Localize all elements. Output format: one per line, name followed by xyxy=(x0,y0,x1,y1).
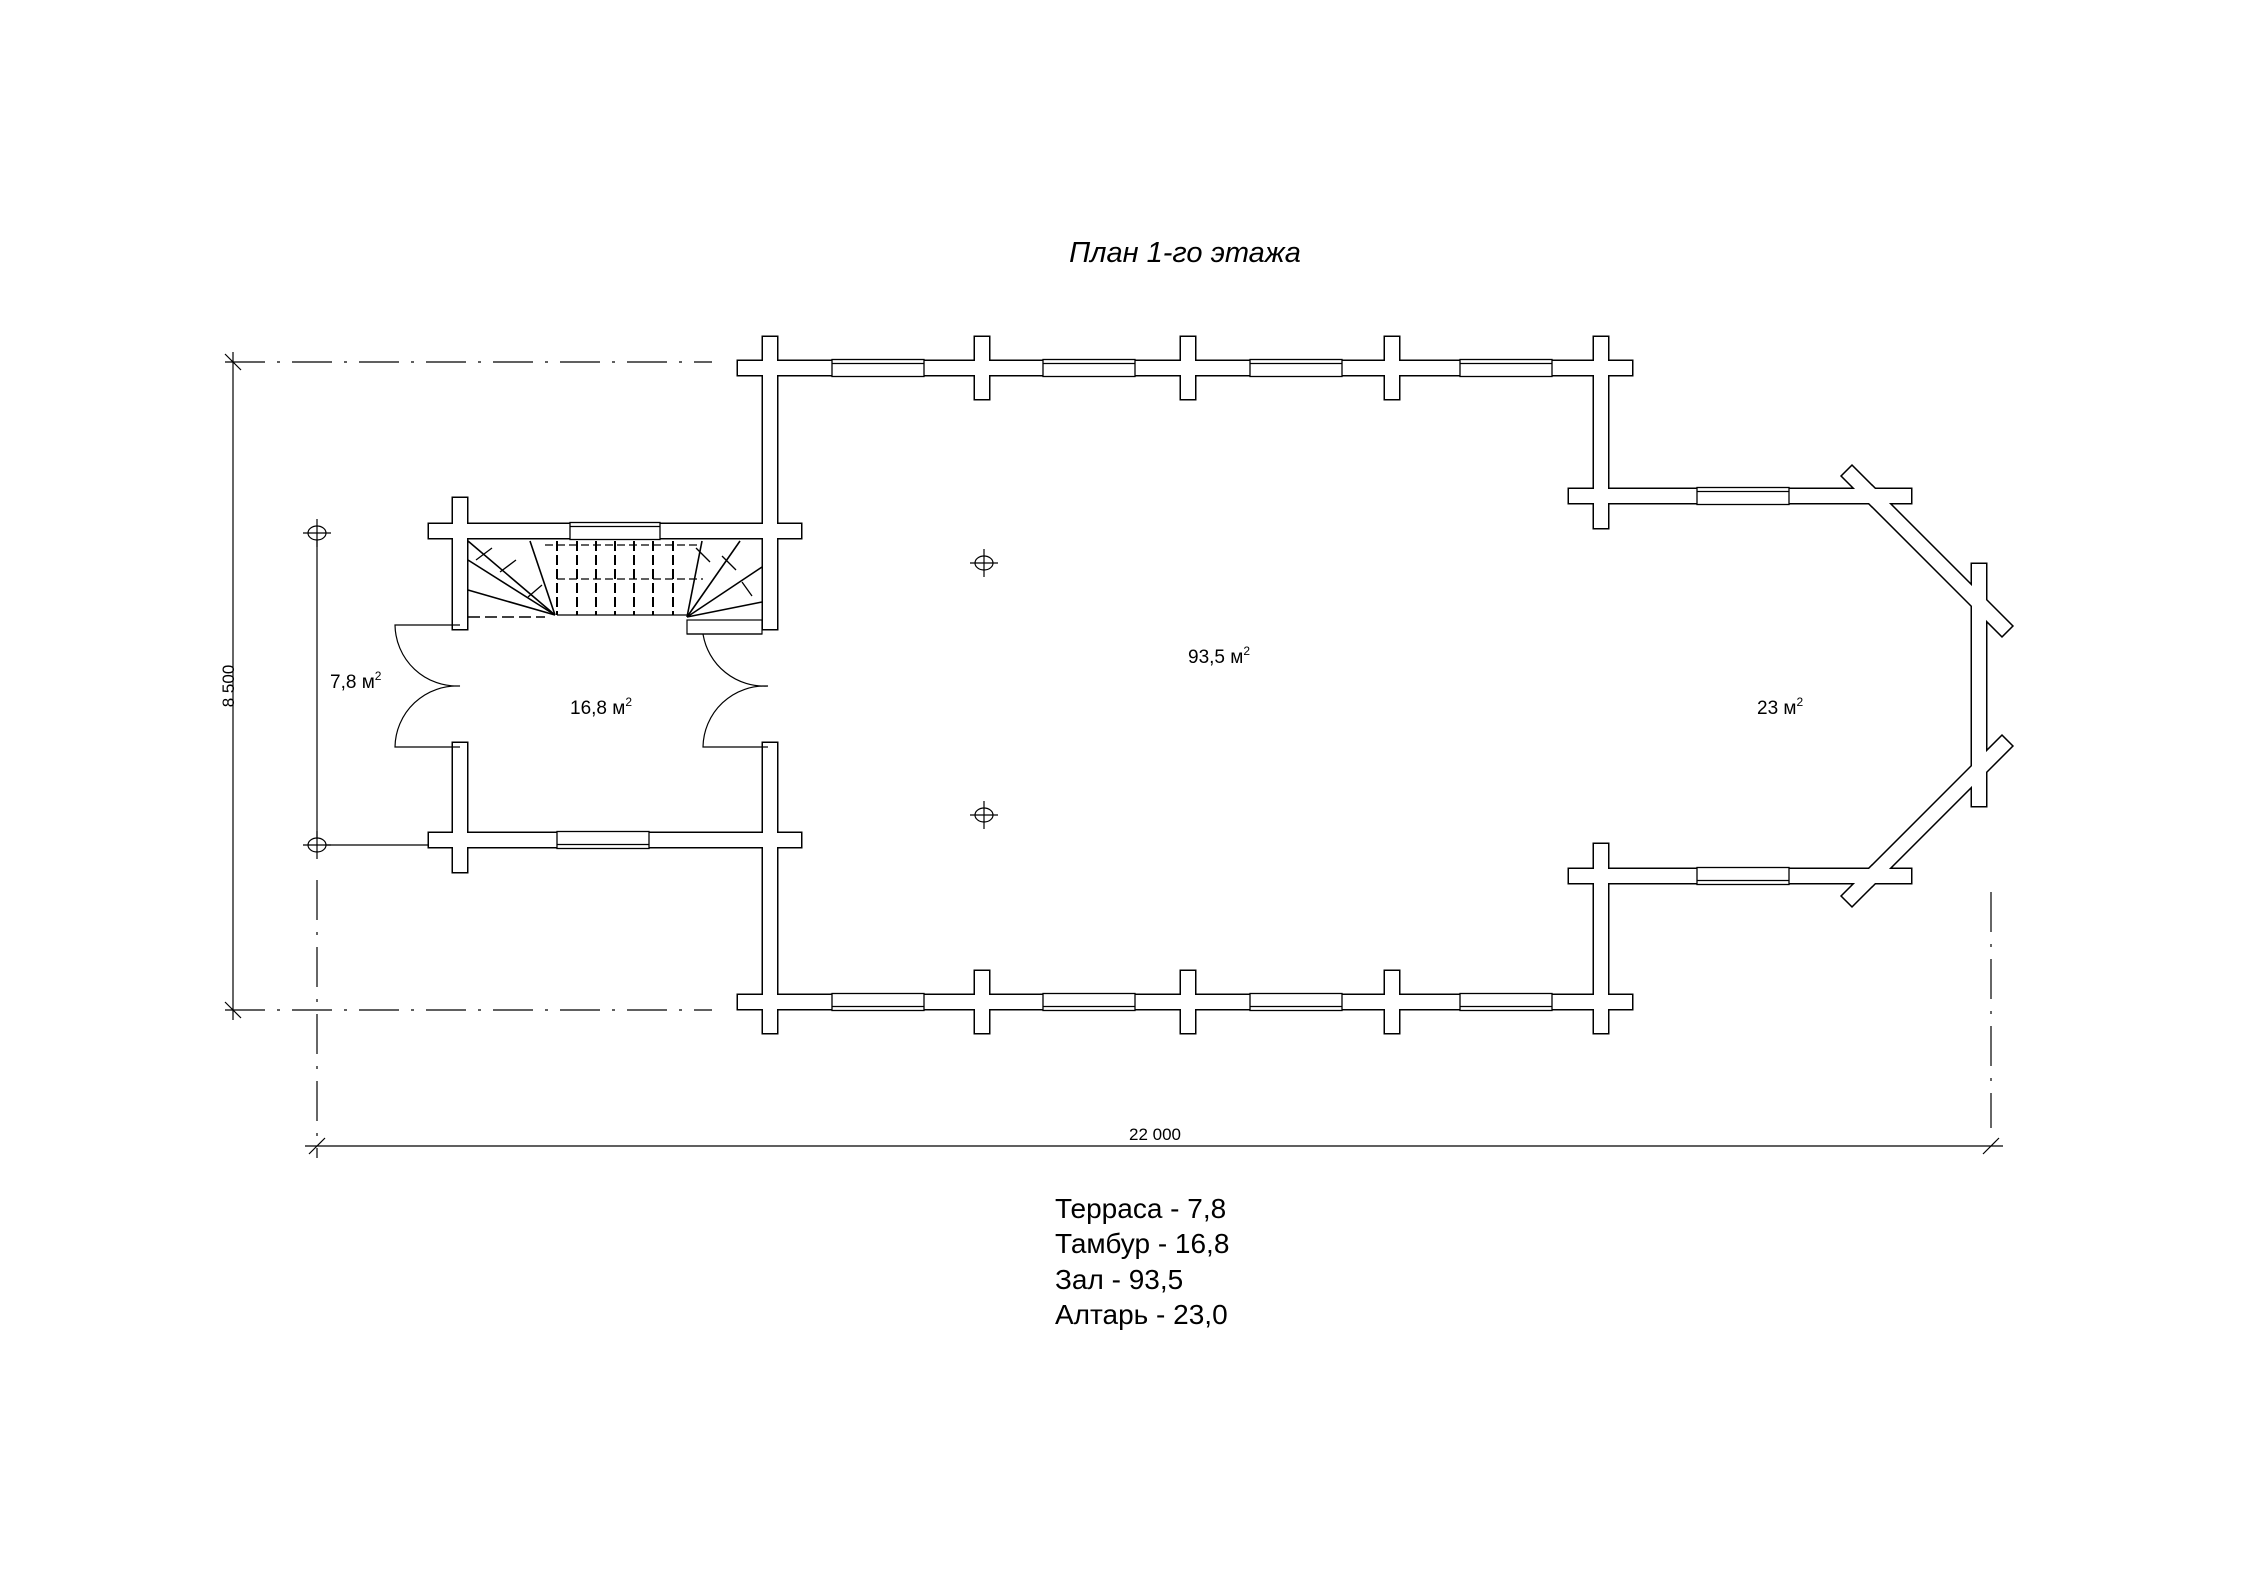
columns xyxy=(303,519,998,859)
hall-door xyxy=(687,633,769,748)
window xyxy=(831,992,925,1012)
stair-line xyxy=(475,547,493,561)
stair-line xyxy=(686,601,763,618)
stair-line xyxy=(499,559,517,573)
staircase xyxy=(467,540,763,635)
altar-area-label: 23 м2 xyxy=(1757,695,1803,719)
stair-line xyxy=(467,540,556,616)
stair-line xyxy=(721,555,737,571)
dimension-height: 8 500 xyxy=(219,352,712,1020)
window xyxy=(1249,992,1343,1012)
window xyxy=(1249,358,1343,378)
area-summary: Терраса - 7,8 Тамбур - 16,8 Зал - 93,5 А… xyxy=(1055,1193,1229,1330)
window xyxy=(1696,486,1790,506)
summary-line: Зал - 93,5 xyxy=(1055,1264,1183,1295)
plan-title: План 1-го этажа xyxy=(1069,237,1301,269)
hall-area-label: 93,5 м2 xyxy=(1188,644,1250,668)
window xyxy=(1696,866,1790,886)
width-dimension-label: 22 000 xyxy=(1129,1125,1181,1144)
column-icon xyxy=(970,801,998,829)
column-icon xyxy=(970,549,998,577)
window xyxy=(569,521,661,541)
entrance-door xyxy=(394,624,461,748)
stair-line xyxy=(686,540,703,618)
stair-line xyxy=(529,540,556,616)
column-icon xyxy=(303,831,331,859)
window xyxy=(1459,358,1553,378)
summary-line: Тамбур - 16,8 xyxy=(1055,1228,1229,1259)
stair-line xyxy=(467,559,556,616)
stair-line xyxy=(686,540,741,618)
stair-line xyxy=(467,589,556,616)
summary-line: Алтарь - 23,0 xyxy=(1055,1299,1228,1330)
window xyxy=(556,830,650,850)
walls xyxy=(427,335,2015,1035)
window xyxy=(1042,992,1136,1012)
stair-line xyxy=(686,566,763,618)
windows xyxy=(556,358,1790,1012)
stair-line xyxy=(741,581,753,597)
tambour-area-label: 16,8 м2 xyxy=(570,695,632,719)
terrace-outline xyxy=(316,533,436,846)
summary-line: Терраса - 7,8 xyxy=(1055,1193,1226,1224)
window xyxy=(831,358,925,378)
window xyxy=(1459,992,1553,1012)
window xyxy=(1042,358,1136,378)
stair-line xyxy=(527,584,543,598)
stair-line xyxy=(695,547,711,563)
terrace-area-label: 7,8 м2 xyxy=(330,669,382,693)
column-icon xyxy=(303,519,331,547)
dimension-width: 22 000 xyxy=(305,880,2003,1158)
height-dimension-label: 8 500 xyxy=(219,665,238,708)
